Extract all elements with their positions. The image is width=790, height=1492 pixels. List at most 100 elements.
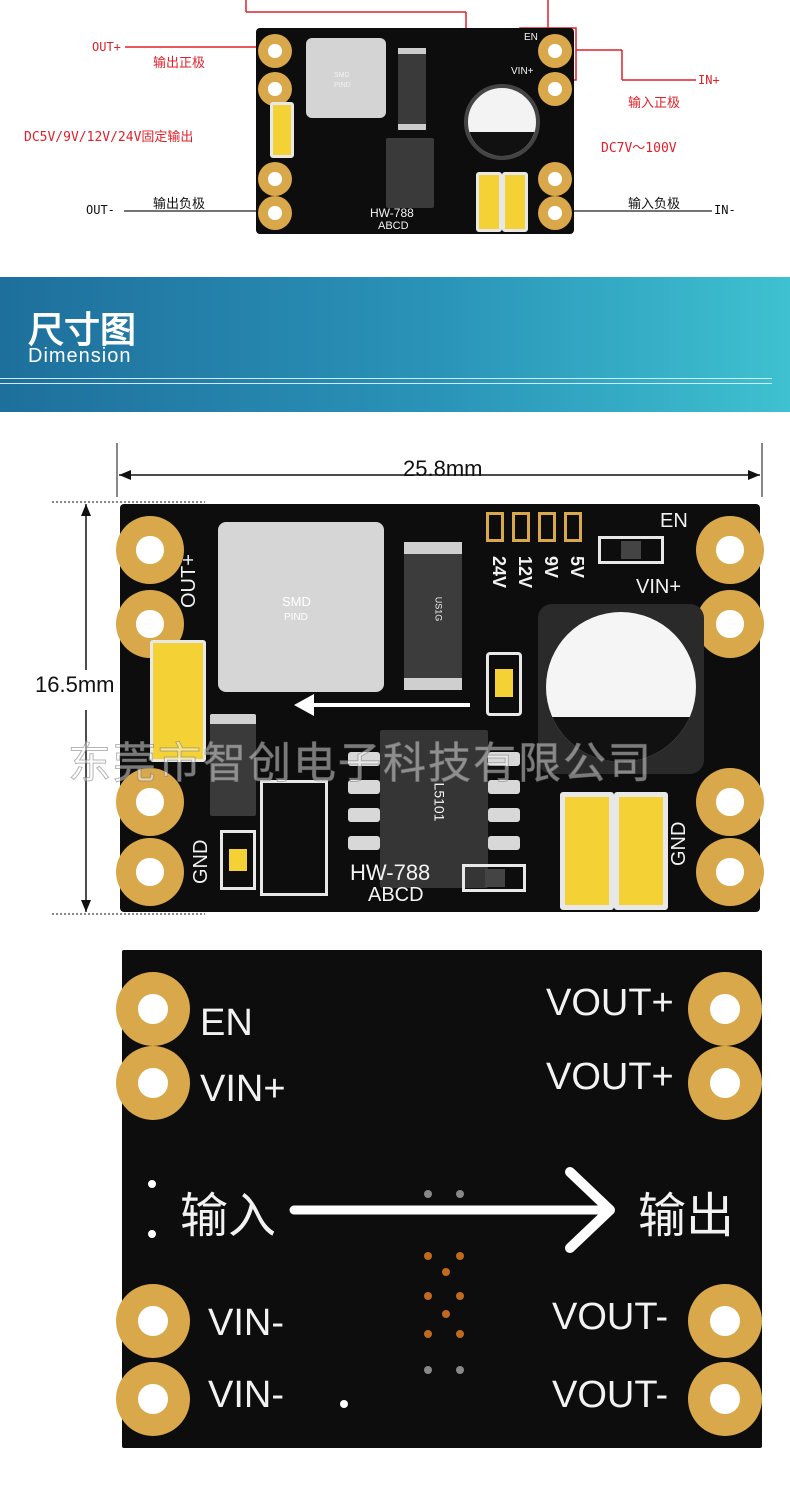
resistor-grid (260, 780, 328, 896)
small-cap-yellow (486, 652, 522, 716)
ic-small (386, 138, 434, 208)
output-cn-label: 输出 (638, 1188, 735, 1244)
banner-title-cn: 尺寸图 (28, 310, 137, 351)
transistor-left (210, 714, 256, 816)
pad-vin-minus-back-2 (116, 1362, 190, 1436)
vin-plus-silk: VIN+ (636, 576, 682, 598)
width-dimension-label: 25.8mm (403, 456, 483, 481)
ic-lead-8 (488, 836, 520, 850)
height-dimension-label: 16.5mm (35, 672, 115, 697)
arrow-silk (294, 694, 470, 716)
voltage-12v: 12V (515, 556, 535, 589)
variant-label: ABCD (368, 884, 424, 906)
pad-out-plus-2 (258, 72, 292, 106)
back-arrow (289, 1167, 615, 1253)
vout-plus-back-label-1: VOUT+ (546, 982, 674, 1024)
out-minus-cn-label: 输出负极 (153, 197, 206, 212)
pad-vout-plus-back-1 (688, 972, 762, 1046)
in-plus-cn-label: 输入正极 (628, 96, 681, 111)
ic-lead-5 (488, 752, 520, 766)
ic-lead-4 (348, 836, 380, 850)
top-diagram: OUT+ 输出正极 DC5V/9V/12V/24V固定输出 输出负极 OUT- … (0, 0, 790, 245)
pad-en (538, 34, 572, 68)
out-plus-cn-label: 输出正极 (153, 56, 206, 71)
dimension-lines (52, 443, 763, 915)
pcb-top-small: SMD PIND HW-788 ABCD EN VIN+ (256, 28, 574, 234)
ic-lead-2 (348, 780, 380, 794)
pad-vin-plus-back (116, 1046, 190, 1120)
inductor-label-1: SMD (282, 594, 311, 609)
pad-gnd-1 (116, 768, 184, 836)
inductor-label-2: PIND (284, 612, 308, 623)
dot-left-2 (148, 1230, 156, 1238)
pad-vout-plus-back-2 (688, 1046, 762, 1120)
vout-minus-back-label-1: VOUT- (552, 1296, 669, 1338)
vin-minus-back-label-2: VIN- (208, 1374, 284, 1416)
pad-en-back (116, 972, 190, 1046)
vin-plus-back-label: VIN+ (200, 1068, 286, 1110)
inductor (306, 38, 386, 118)
cap-right-small-1 (476, 172, 502, 232)
ic-l5101 (380, 730, 488, 888)
input-range-label: DC7V～100V (601, 141, 677, 156)
ic-lead-3 (348, 808, 380, 822)
vout-plus-back-label-2: VOUT+ (546, 1056, 674, 1098)
vin-plus-label-small: VIN+ (511, 66, 534, 77)
voltage-labels: 24V 12V 9V 5V (488, 556, 598, 636)
fixed-output-label: DC5V/9V/12V/24V固定输出 (24, 130, 194, 145)
pad-vout-minus-back-1 (688, 1284, 762, 1358)
en-back-label: EN (200, 1002, 253, 1044)
model-label: HW-788 (350, 860, 431, 885)
small-part-bottom (462, 864, 526, 892)
pad-out-plus-1 (116, 516, 184, 584)
pad-en (696, 516, 764, 584)
cap-right-small-2 (502, 172, 528, 232)
dimension-banner: 尺寸图 Dimension (0, 277, 790, 412)
vin-minus-back-label-1: VIN- (208, 1302, 284, 1344)
pad-gnd-3 (538, 162, 572, 196)
diode (398, 48, 426, 130)
diode-label: US1G (433, 596, 444, 622)
inductor-label-2: PIND (334, 82, 351, 89)
input-cn-label: 输入 (180, 1188, 277, 1244)
banner-title-en: Dimension (28, 345, 132, 367)
out-plus-silk: OUT+ (178, 554, 200, 608)
pad-vout-minus-back-2 (688, 1362, 762, 1436)
dimension-section: 25.8mm 16.5mm OUT+ GND GND EN VIN+ SMD P… (0, 435, 790, 920)
inductor-label-1: SMD (334, 72, 350, 79)
pad-vin-minus-back-1 (116, 1284, 190, 1358)
pad-gnd-1 (258, 162, 292, 196)
in-minus-cn-label: 输入负极 (628, 197, 681, 212)
ic-lead-6 (488, 780, 520, 794)
gnd-right-silk: GND (668, 821, 690, 866)
voltage-5v: 5V (567, 556, 587, 579)
electrolytic-cap (538, 604, 704, 774)
voltage-9v: 9V (541, 556, 561, 579)
pad-vin-plus (538, 72, 572, 106)
ic-lead-1 (348, 752, 380, 766)
dot-bottom (340, 1400, 348, 1408)
pad-gnd-4 (696, 838, 764, 906)
pcb-back: EN VIN+ VIN- VIN- VOUT+ VOUT+ VOUT- VOUT… (116, 950, 762, 1448)
watermark: 东莞市智创电子科技有限公司 (68, 739, 653, 790)
cap-right-2 (614, 792, 668, 910)
pad-gnd-3 (696, 768, 764, 836)
jumper-block (486, 512, 586, 548)
via-column (422, 1190, 472, 1380)
en-label-small: EN (524, 32, 538, 43)
en-resistor (598, 536, 664, 564)
out-minus-label: OUT- (86, 203, 115, 217)
out-plus-label: OUT+ (92, 40, 121, 54)
cap-left-small (270, 102, 294, 158)
pad-gnd-2 (116, 838, 184, 906)
banner-divider-2 (0, 383, 772, 384)
inductor (218, 522, 384, 692)
variant-label-small: ABCD (378, 220, 409, 232)
gnd-left-silk: GND (190, 839, 212, 884)
pad-out-plus-1 (258, 34, 292, 68)
cap-right-1 (560, 792, 614, 910)
en-silk: EN (660, 510, 688, 532)
model-label-small: HW-788 (370, 206, 414, 220)
pad-gnd-4 (538, 196, 572, 230)
electrolytic-cap (464, 84, 540, 160)
